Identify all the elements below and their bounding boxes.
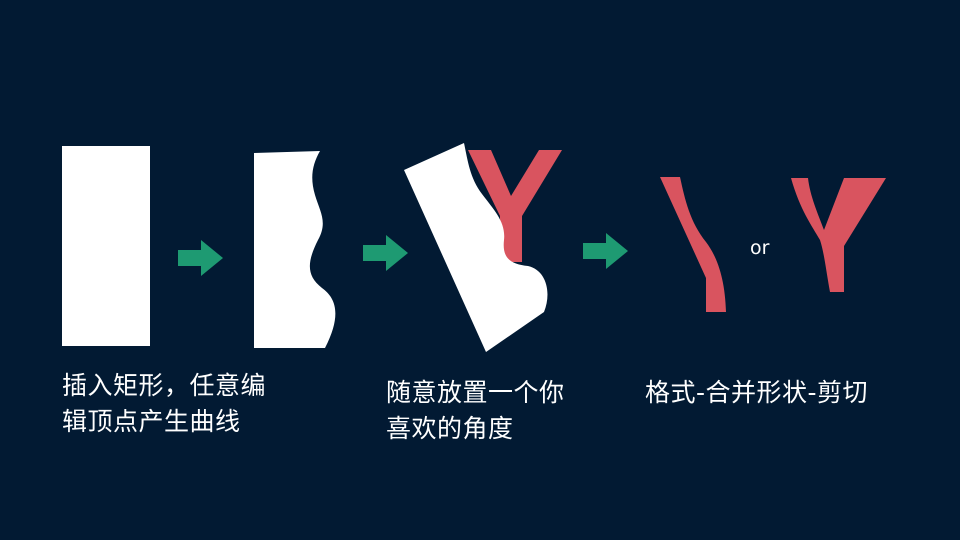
step-3-caption-line: 格式-合并形状-剪切 xyxy=(645,378,869,407)
step-2-caption: 随意放置一个你 喜欢的角度 xyxy=(386,375,565,447)
cut-result-fragment-shape xyxy=(660,177,726,312)
arrow-right-icon xyxy=(583,233,628,269)
step-2-caption-line: 喜欢的角度 xyxy=(386,414,514,443)
step-1-caption: 插入矩形，任意编 辑顶点产生曲线 xyxy=(62,368,266,440)
rotated-curved-shape xyxy=(404,143,548,352)
arrow-right-icon xyxy=(363,235,408,271)
step-1-caption-line: 插入矩形，任意编 xyxy=(62,371,267,400)
letter-y-shape xyxy=(468,150,562,262)
step-3-caption: 格式-合并形状-剪切 xyxy=(645,375,868,411)
white-rectangle-shape xyxy=(62,146,150,346)
step-1-caption-line: 辑顶点产生曲线 xyxy=(62,407,241,436)
curved-edge-shape xyxy=(254,151,336,348)
cut-result-y-shape xyxy=(791,178,886,292)
or-label: or xyxy=(750,237,770,259)
arrow-right-icon xyxy=(178,240,223,276)
step-2-caption-line: 随意放置一个你 xyxy=(386,378,565,407)
